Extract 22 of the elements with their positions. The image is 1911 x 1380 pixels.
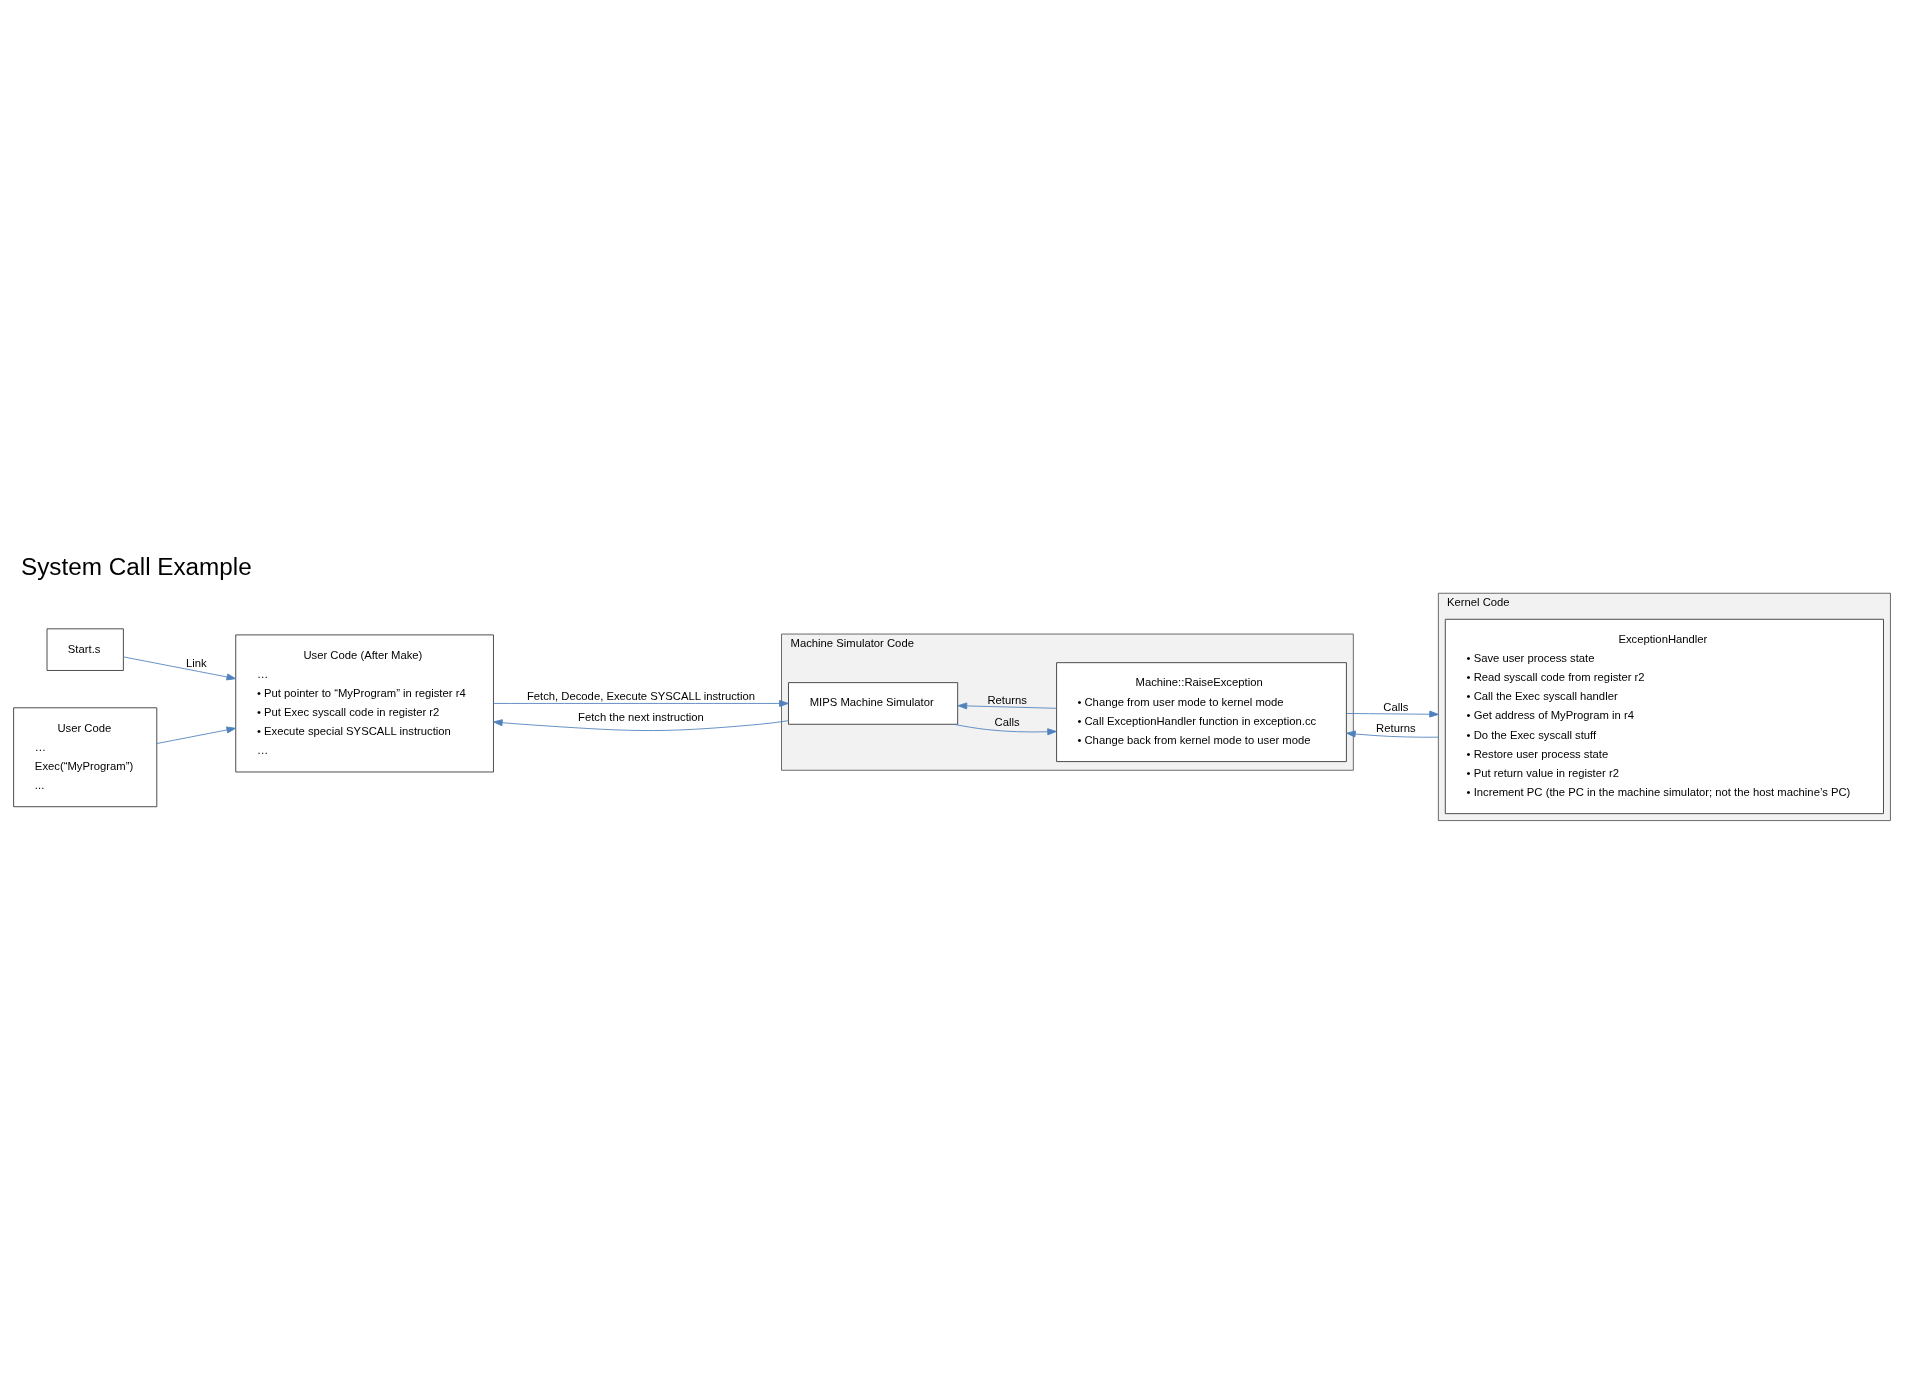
node-box: Start.s [46,628,124,671]
arrow [123,656,237,681]
node-box: MIPS Machine Simulator [788,682,959,725]
arrow [493,719,789,731]
edge-label: Fetch the next instruction [578,711,704,724]
arrow [493,699,789,707]
arrow [1346,730,1439,738]
node-box: User Code (After Make) … • Put pointer to “MyProgram” in register r4 • Put Exec syscall code in register r2 • Execute special SYSCALL instruction … [235,634,494,773]
edge-label: Calls [994,716,1020,729]
node-box: Machine::RaiseException • Change from user mode to kernel mode • Call ExceptionHandler function in exception.cc • Change back from kernel mode to user mode [1056,662,1347,762]
edge-label: Returns [987,693,1027,706]
arrow [1346,710,1439,718]
edge-label: Fetch, Decode, Execute SYSCALL instruction [526,690,756,703]
node-box: User Code … Exec(“MyProgram”) ... [13,707,158,808]
arrow [957,702,1057,710]
arrow [953,723,1057,736]
edge-label: Link [185,657,207,670]
edge-label: Calls [1383,700,1409,713]
edge-label: Returns [1376,722,1416,735]
node-box: ExceptionHandler • Save user process state • Read syscall code from register r2 • Call the Exec syscall handler • Get address of MyProgram in r4 • Do the Exec syscall stuff • Restore user process state • Put return value in register r2 • Increment PC (the PC in the machine simulator; not the host machine’s PC) [1444,618,1884,815]
arrow [156,726,237,744]
diagram-title: System Call Example [21,553,252,581]
